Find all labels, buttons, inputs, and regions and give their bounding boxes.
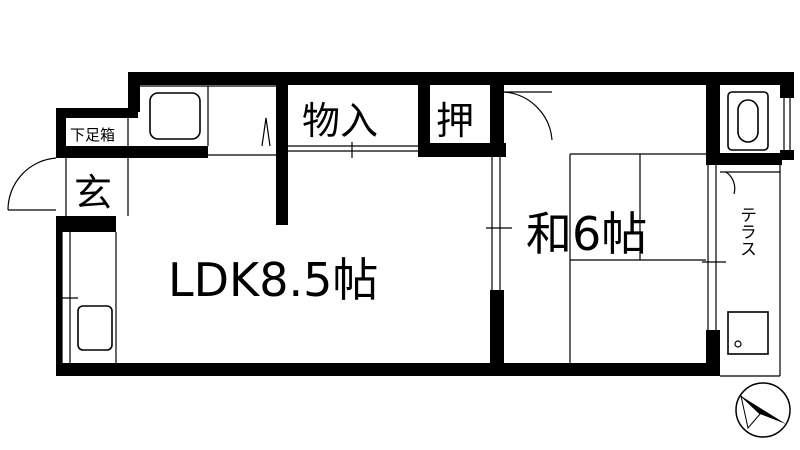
wall-terrace-left-lower	[706, 330, 720, 376]
terrace-label: テラス	[736, 206, 756, 257]
entrance-label: 玄	[74, 171, 112, 215]
wall-shoebox-top	[56, 108, 138, 118]
wall-bottom	[56, 363, 719, 376]
storage-label: 物入	[302, 99, 378, 143]
wall-entrance-bottom	[56, 216, 116, 232]
terrace-door-arc	[725, 171, 736, 195]
wall-storage-right	[418, 85, 430, 157]
toilet-icon	[77, 305, 113, 351]
wall-oshiire-right	[490, 85, 504, 157]
oshiire-label: 押	[436, 99, 474, 143]
wall-right-mid	[780, 150, 794, 160]
entrance-door-arc	[7, 157, 57, 211]
washer-icon	[727, 311, 769, 355]
wall-oshiire-bottom	[418, 143, 506, 157]
wall-right-top	[780, 72, 794, 98]
washitsu-label: 和6帖	[526, 207, 647, 261]
wall-upper-left-post	[128, 72, 140, 112]
walls	[56, 72, 794, 376]
shoe-box-label: 下足箱	[70, 126, 115, 144]
fixtures	[77, 91, 769, 355]
wall-shoebox-bottom	[56, 146, 138, 158]
wall-bath-left	[706, 85, 720, 160]
ldk-label: LDK8.5帖	[168, 253, 378, 307]
wall-kitchen-bottom	[128, 146, 208, 158]
bathtub-inner	[737, 99, 759, 143]
oshiire-door-arc	[503, 91, 553, 141]
kitchen-range-hood	[261, 117, 271, 147]
wall-bath-bottom	[706, 153, 782, 165]
sink-icon	[149, 92, 201, 140]
wall-top	[128, 72, 794, 85]
wall-left-upper	[56, 108, 66, 158]
washer-drain	[734, 340, 742, 348]
bathtub-icon	[727, 91, 769, 151]
north-arrow-icon	[735, 382, 791, 438]
wall-left-lower	[56, 232, 62, 376]
thin-lines	[7, 85, 791, 377]
wall-partition-lower	[490, 290, 504, 376]
wall-storage-left	[276, 85, 288, 225]
